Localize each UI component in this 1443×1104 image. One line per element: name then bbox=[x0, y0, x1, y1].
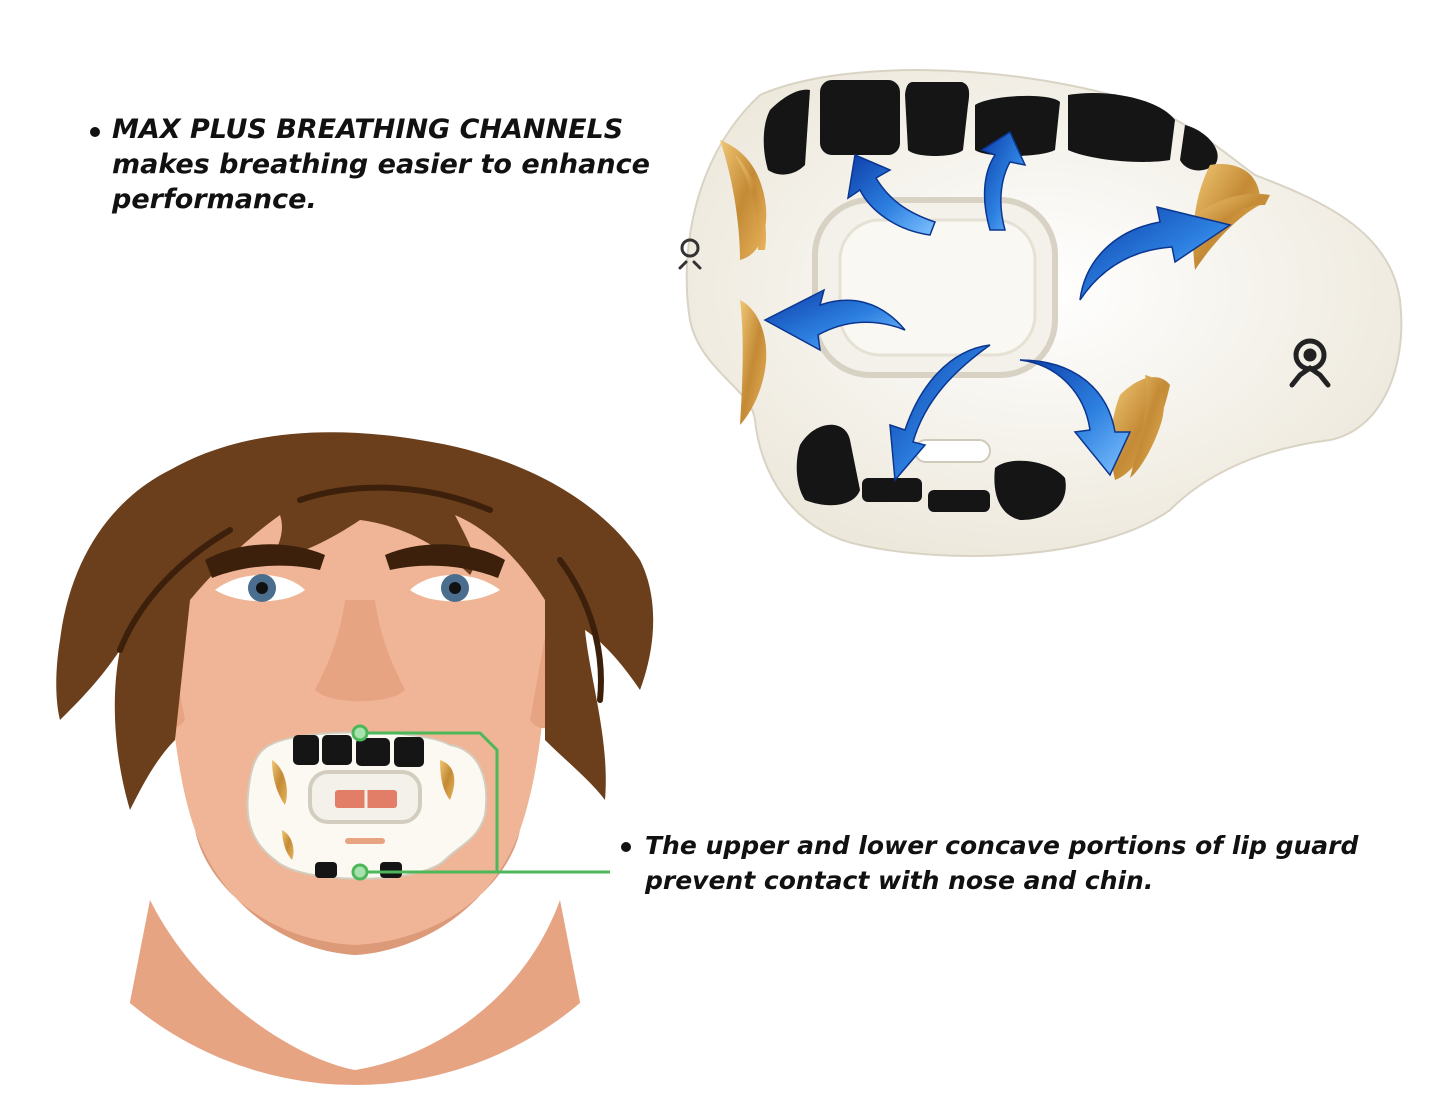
callout-connector bbox=[351, 724, 610, 881]
brand-logo-icon-small bbox=[678, 238, 702, 270]
neck bbox=[110, 900, 600, 1085]
head-illustration bbox=[5, 385, 705, 1085]
eyes bbox=[215, 574, 500, 602]
gold-stripes bbox=[720, 140, 1270, 480]
bullet-icon bbox=[621, 842, 631, 852]
upper-pads bbox=[763, 80, 1218, 175]
lower-pads bbox=[796, 424, 1066, 520]
lip-guard-product bbox=[678, 69, 1403, 557]
bullet-icon bbox=[90, 127, 100, 137]
feature-1-line-2: makes breathing easier to enhance bbox=[112, 149, 650, 180]
feature-2-line-1: The upper and lower concave portions of … bbox=[645, 831, 1359, 860]
airflow-arrow-icon bbox=[763, 130, 1232, 482]
brand-logo-icon bbox=[1289, 338, 1331, 388]
hair bbox=[56, 432, 654, 810]
nose bbox=[315, 600, 405, 702]
feature-breathing-channels: MAX PLUS BREATHING CHANNELS makes breath… bbox=[86, 112, 686, 217]
feature-1-line-3: performance. bbox=[112, 184, 317, 215]
feature-1-heading: MAX PLUS BREATHING CHANNELS bbox=[112, 114, 624, 145]
lip-guard-on-face bbox=[246, 731, 488, 880]
feature-2-line-2: prevent contact with nose and chin. bbox=[645, 866, 1154, 895]
feature-concave-portions: The upper and lower concave portions of … bbox=[618, 828, 1433, 898]
